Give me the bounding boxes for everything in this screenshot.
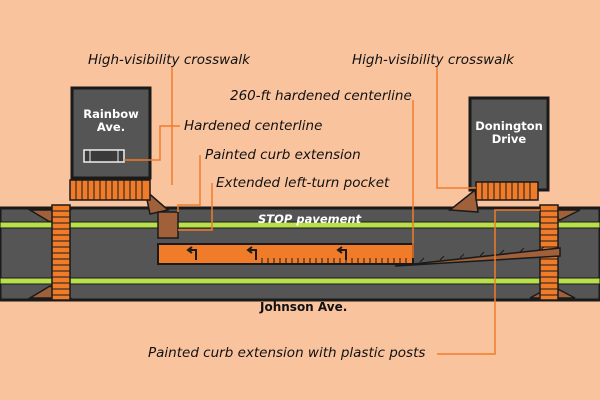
crosswalk-top-right [475, 181, 539, 201]
leader-crosswalk-right [436, 67, 476, 189]
left-turn-arrow-icon [186, 246, 197, 260]
label-left-turn-pocket: Extended left-turn pocket [216, 175, 390, 191]
label-curb-extension-posts: Painted curb extension with plastic post… [148, 345, 426, 361]
hardened-centerline-taper [394, 246, 561, 267]
curb-corner-right-a [448, 188, 479, 213]
label-stop-pavement: STOP pavement [258, 212, 362, 226]
label-centerline-260: 260-ft hardened centerline [230, 88, 412, 104]
street-name-rainbow-line1: Rainbow [83, 107, 139, 121]
label-painted-curb-extension: Painted curb extension [205, 147, 361, 163]
leader-hardened-centerline [124, 125, 180, 161]
street-name-donington-line1: Donington [475, 119, 543, 133]
leader-curb-extension-posts [437, 209, 540, 355]
leader-painted-curb-extension [177, 155, 201, 212]
street-name-johnson: Johnson Ave. [260, 300, 348, 314]
leader-left-turn-pocket [178, 183, 213, 231]
street-name-rainbow-line2: Ave. [96, 120, 126, 134]
street-name-rainbow: Rainbow Ave. [72, 108, 150, 134]
pocket-tick-marks [261, 258, 407, 264]
lane-line-bottom [0, 277, 600, 285]
label-crosswalk-left: High-visibility crosswalk [88, 52, 250, 68]
left-turn-arrow-icon [246, 246, 257, 260]
street-name-donington-line2: Drive [491, 132, 527, 146]
street-name-donington: Donington Drive [470, 120, 548, 146]
crosswalk-left-vertical [51, 204, 71, 301]
painted-curb-extension [157, 211, 179, 239]
label-hardened-centerline: Hardened centerline [184, 118, 323, 134]
donington-drive-street [468, 96, 550, 192]
crosswalk-top-left [69, 179, 151, 201]
hardened-centerline-stub [83, 149, 125, 163]
leader-lines [124, 67, 540, 355]
left-turn-arrow-icon [336, 246, 347, 260]
lane-line-top [0, 221, 600, 229]
label-crosswalk-right: High-visibility crosswalk [352, 52, 514, 68]
